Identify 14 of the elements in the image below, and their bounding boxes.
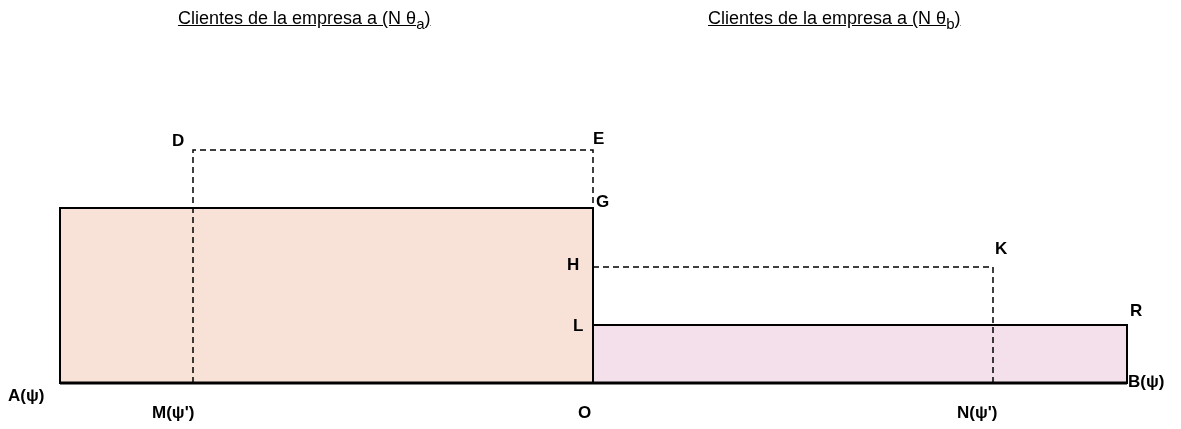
point-label: L	[573, 316, 584, 336]
point-label: M(ψ')	[152, 403, 195, 423]
point-label: G	[596, 192, 610, 212]
point-label: N(ψ')	[957, 403, 998, 423]
point-label: K	[995, 239, 1008, 259]
heading: Clientes de la empresa a (N θ$_{b}$)	[708, 8, 961, 32]
heading: Clientes de la empresa a (N θ$_{a}$)	[178, 8, 431, 32]
point-label: E	[593, 129, 605, 149]
point-label: H	[567, 255, 580, 275]
point-label: D	[172, 131, 185, 151]
point-label: B(ψ)	[1128, 372, 1165, 392]
point-label: O	[578, 403, 592, 423]
point-label: A(ψ)	[8, 386, 45, 406]
point-label: R	[1130, 301, 1143, 321]
